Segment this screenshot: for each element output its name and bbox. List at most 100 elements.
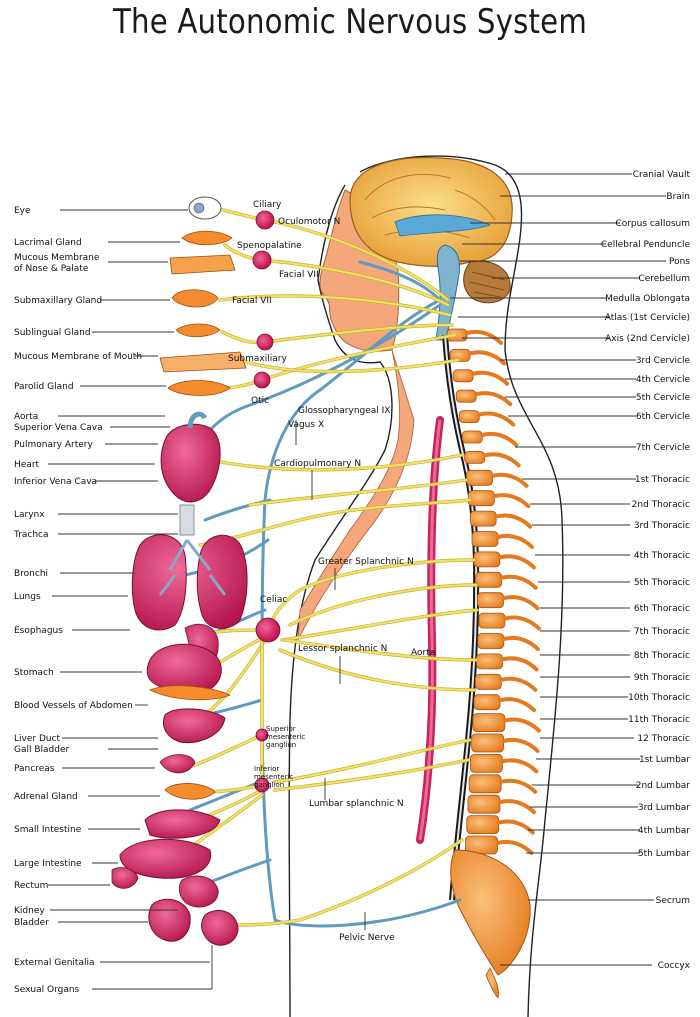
celiac-ganglion [255, 617, 281, 643]
label-lungs: Lungs [14, 592, 41, 602]
vertebra [467, 490, 495, 507]
label-lacrimal-gland: Lacrimal Gland [14, 238, 82, 248]
submaxillary-gland [171, 289, 219, 308]
label-adrenal-gland: Adrenal Gland [14, 792, 78, 802]
label-10th-thoracic: 10th Thoracic [628, 693, 690, 703]
label-small-intestine: Small Intestine [14, 825, 82, 835]
kidney-organ [178, 875, 219, 908]
label-superior-3: ganglion [266, 741, 296, 749]
label-3rd-cervicle: 3rd Cervicle [636, 356, 691, 366]
spinous-process [471, 370, 510, 386]
label-trachca: Trachca [13, 530, 49, 540]
label-cranial-vault: Cranial Vault [633, 170, 691, 180]
large-intestine-organ [119, 838, 212, 879]
ciliary-ganglion [255, 210, 275, 230]
spinous-process [494, 513, 533, 529]
vertebra [476, 653, 503, 670]
spinous-process [499, 778, 538, 794]
label-inferior-3: ganglion [254, 781, 284, 789]
left-labels: Eye Lacrimal Gland Mucous Membrane of No… [13, 206, 142, 995]
sympathetic-nerve [279, 649, 475, 691]
label-4th-lumbar: 4th Lumbar [638, 826, 690, 836]
vertebra [458, 410, 480, 424]
label-greater-splanchnic-n: Greater Splanchnic N [318, 557, 414, 567]
label-brain: Brain [666, 192, 690, 202]
bladder-organ [148, 898, 191, 942]
sympathetic-nerve [221, 324, 453, 344]
spinous-process [501, 595, 540, 611]
label-aorta-left: Aorta [14, 412, 38, 422]
label-sexual-organs: Sexual Organs [14, 985, 80, 995]
label-superior-1: Superior [266, 725, 296, 733]
label-axis: Axis (2nd Cervicle) [605, 334, 690, 344]
label-blood-vessels-abdomen: Blood Vessels of Abdomen [14, 701, 133, 711]
label-bronchi: Bronchi [14, 569, 48, 579]
nose-palate [169, 254, 236, 275]
sympathetic-nerve-outline [278, 648, 476, 692]
label-stomach: Stomach [14, 668, 54, 678]
vertebra [473, 551, 501, 568]
vertebra [471, 531, 499, 547]
lungs-organ [131, 534, 248, 631]
label-1st-lumbar: 1st Lumbar [639, 755, 690, 765]
label-lumbar-splanchnic-n: Lumbar splanchnic N [309, 799, 404, 809]
mouth-membrane [159, 351, 247, 373]
sympathetic-nerve [219, 295, 451, 316]
spinous-process [495, 840, 534, 855]
spinous-process [502, 615, 541, 631]
label-9th-thoracic: 9th Thoracic [634, 673, 690, 683]
label-mucous-membrane: Mucous Membrane [14, 253, 100, 263]
sexual-organ [201, 910, 239, 946]
sympathetic-nerve [194, 734, 263, 766]
label-pancreas: Pancreas [14, 764, 55, 774]
label-12-thoracic: 12 Thoracic [637, 734, 690, 744]
label-11th-thoracic: 11th Thoracic [628, 715, 690, 725]
label-external-genitalia: External Genitalia [14, 958, 94, 968]
label-cardiopulmonary-n: Cardiopulmonary N [274, 459, 361, 469]
label-superior-vena-cava: Superior Vena Cava [14, 423, 103, 433]
label-oculomotor-n: Oculomotor N [278, 217, 340, 227]
vertebra [449, 348, 471, 362]
rectum-organ [111, 867, 139, 889]
label-vagus-x: Vagus X [288, 420, 324, 430]
label-bladder: Bladder [14, 918, 49, 928]
sympathetic-nerve [229, 839, 463, 926]
label-kidney: Kidney [14, 906, 45, 916]
vertebra [474, 673, 502, 690]
sympathetic-nerve [209, 454, 463, 471]
label-facial-vii-lower: Facial VII [232, 296, 272, 306]
vertebra [471, 733, 505, 753]
vertebra [469, 510, 497, 527]
spinous-process [482, 452, 521, 468]
spenopalatine-ganglion [252, 250, 272, 270]
adrenal-organ [164, 783, 216, 800]
label-6th-cervicle: 6th Cervicle [636, 412, 691, 422]
ganglia [252, 210, 281, 793]
vertebra [473, 694, 501, 711]
vertebra [467, 794, 501, 814]
small-intestine-organ [144, 809, 221, 839]
eye-organ [188, 196, 222, 220]
liver-organ [163, 708, 226, 744]
spinous-process [474, 391, 513, 407]
vertebra [477, 633, 505, 649]
label-eye: Eye [14, 206, 31, 216]
label-corpus-callosum: Corpus callosum [615, 219, 690, 229]
vertebra [461, 430, 483, 444]
label-ciliary: Ciliary [253, 200, 282, 210]
spinous-process [497, 799, 536, 815]
label-heart: Heart [14, 460, 40, 470]
sublingual-gland [175, 323, 221, 338]
heart-organ [160, 423, 221, 503]
spinous-process [502, 717, 541, 733]
label-superior-2: mesenteric [266, 733, 305, 741]
corpus-callosum [394, 214, 492, 237]
abdominal-vessels [149, 685, 231, 701]
label-spenopalatine: Spenopalatine [237, 241, 302, 251]
label-liver-duct: Liver Duct [14, 734, 61, 744]
spinous-process [492, 493, 531, 509]
label-celiac: Celiac [260, 595, 287, 605]
vertebra [464, 450, 486, 464]
trachea [179, 504, 195, 536]
